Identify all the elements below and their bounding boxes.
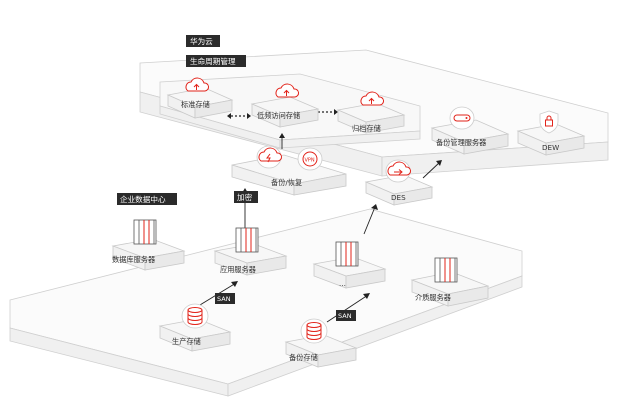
encrypt-label: 加密 <box>237 192 253 202</box>
production-storage-label: 生产存储 <box>172 337 201 346</box>
arrow-head-icon <box>436 160 442 166</box>
san-left-tag: SAN <box>215 293 235 304</box>
arrow-head-icon <box>247 113 251 119</box>
node-dew: DEW <box>516 110 586 156</box>
vpn-icon: VPN <box>297 147 323 171</box>
standard-storage-label: 标准存储 <box>181 100 210 109</box>
db-server-label: 数据库服务器 <box>112 255 155 264</box>
arrow-head-icon <box>231 281 238 287</box>
arrow-head-icon <box>363 293 370 299</box>
shield-lock-icon <box>539 110 559 134</box>
node-db-server: 数据库服务器 <box>111 219 186 271</box>
cloud-arrow-icon <box>385 159 411 183</box>
des-label: DES <box>391 193 406 202</box>
node-standard-storage: 标准存储 <box>166 77 234 119</box>
rack-server-icon <box>335 241 359 267</box>
app-server-label: 应用服务器 <box>220 265 256 274</box>
rack-server-icon <box>434 257 458 283</box>
node-archive-storage: 归档存储 <box>336 91 406 134</box>
infrequent-storage-label: 低频访问存储 <box>257 111 300 120</box>
cloud-zone-tag: 华为云 <box>186 35 220 47</box>
backup-mgmt-server-label: 备份管理服务器 <box>436 138 486 147</box>
datacenter-zone-tag: 企业数据中心 <box>117 193 177 205</box>
san-right-label: SAN <box>338 312 352 320</box>
dew-label: DEW <box>542 143 559 152</box>
arrow-head-icon <box>227 113 231 119</box>
server-icon <box>449 106 475 130</box>
ellipsis-label: ... <box>339 279 346 288</box>
arrow-head-icon <box>334 109 338 115</box>
node-app-server: 应用服务器 <box>213 227 288 276</box>
node-backup-restore: VPN 备份/恢复 <box>231 145 347 196</box>
san-right-tag: SAN <box>336 310 356 321</box>
ellipsis-to-des-link <box>363 206 376 235</box>
node-backup-mgmt-server: 备份管理服务器 <box>430 106 510 155</box>
san-left-label: SAN <box>217 295 231 303</box>
database-icon <box>300 318 328 344</box>
san-right-link <box>326 294 369 323</box>
arrow-head-icon <box>371 204 378 210</box>
node-des: DES <box>364 159 434 206</box>
encrypt-tag: 加密 <box>234 191 258 203</box>
lifecycle-zone-label: 生命周期管理 <box>190 56 236 66</box>
node-backup-storage: 备份存储 <box>284 318 358 368</box>
media-server-label: 介质服务器 <box>415 293 451 302</box>
rack-server-icon <box>133 219 157 245</box>
backup-restore-label: 备份/恢复 <box>271 178 302 187</box>
node-production-storage: 生产存储 <box>158 303 232 352</box>
backup-storage-label: 备份存储 <box>289 353 318 362</box>
cloud-upload-icon <box>185 77 209 92</box>
arrow-head-icon <box>279 133 285 138</box>
rack-server-icon <box>235 227 259 253</box>
vpn-icon-text: VPN <box>305 158 315 164</box>
des-to-backup-mgmt-link <box>422 161 441 179</box>
database-icon <box>181 303 209 329</box>
cloud-upload-icon <box>275 83 299 98</box>
archive-storage-label: 归档存储 <box>352 124 381 133</box>
node-infrequent-storage: 低频访问存储 <box>250 83 320 128</box>
node-media-server: 介质服务器 <box>410 257 490 307</box>
node-ellipsis: ... <box>312 241 387 289</box>
datacenter-zone-label: 企业数据中心 <box>120 194 166 204</box>
cloud-bolt-icon <box>256 145 282 169</box>
lifecycle-zone-tag: 生命周期管理 <box>186 55 246 67</box>
cloud-zone-label: 华为云 <box>190 36 213 46</box>
cloud-upload-icon <box>360 91 384 106</box>
